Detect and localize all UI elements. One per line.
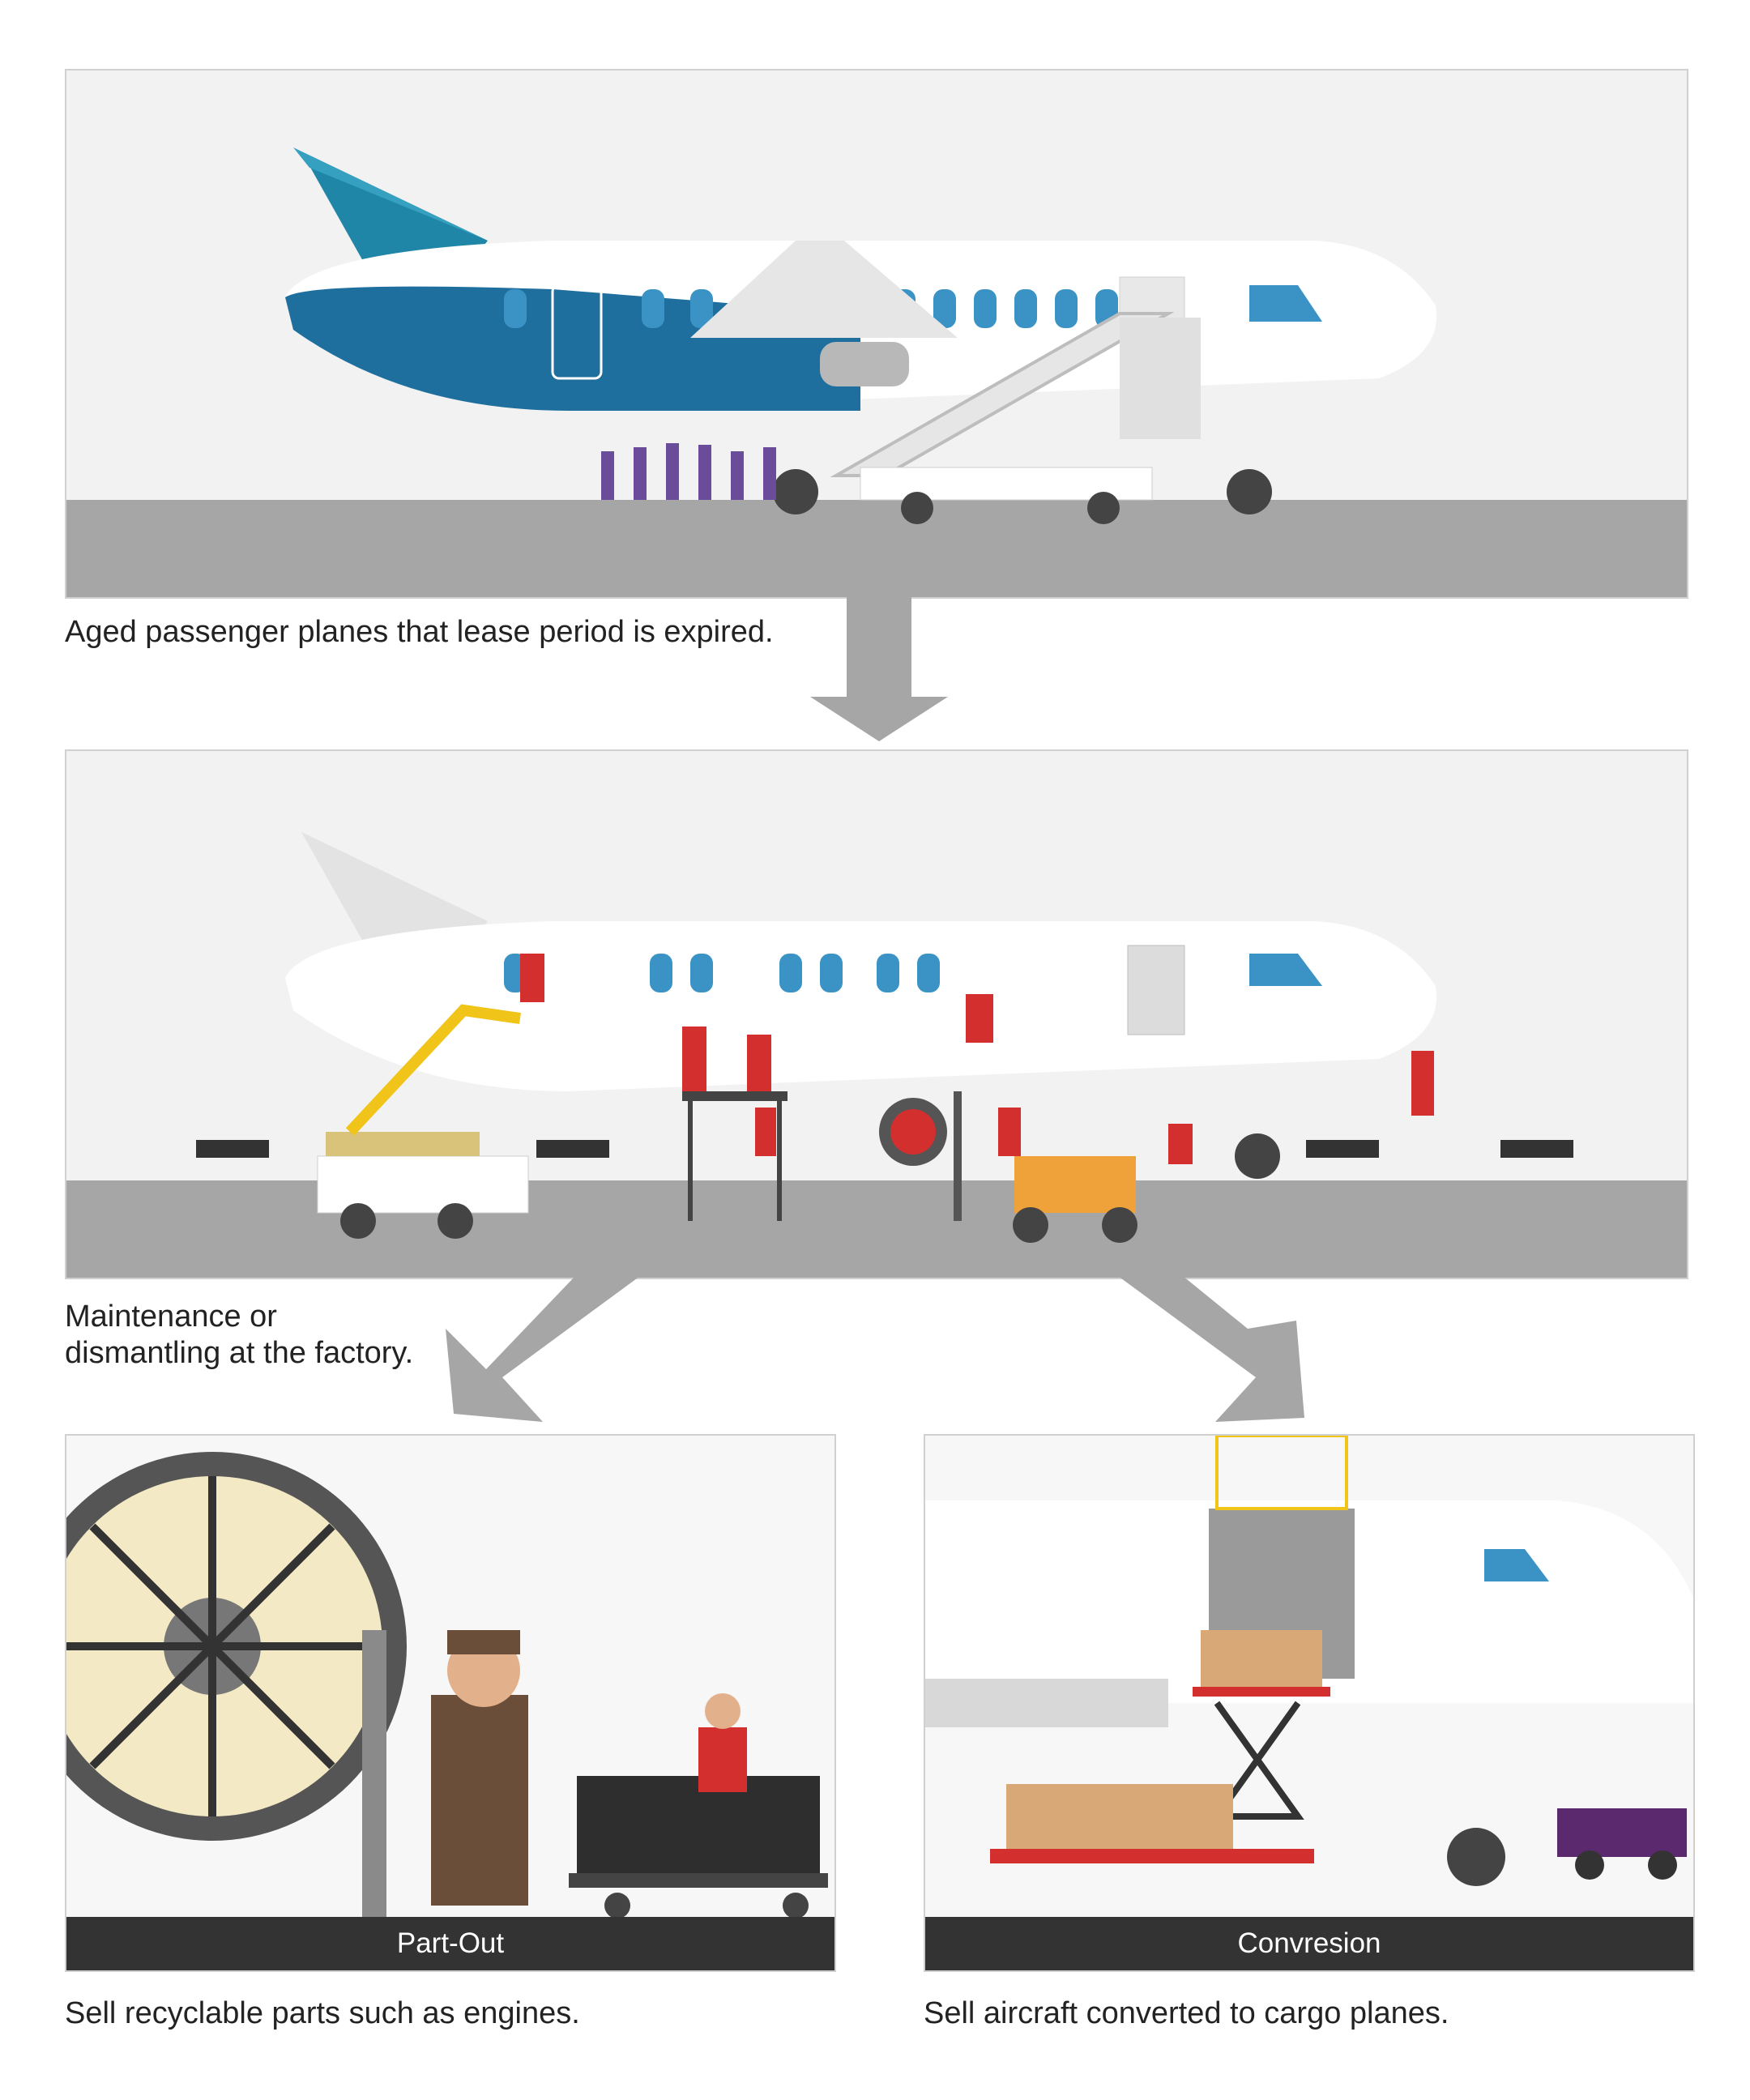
passenger-plane-illustration [66, 147, 1687, 597]
partout-illustration [66, 1452, 828, 1917]
maintenance-panel [65, 749, 1688, 1279]
conversion-caption: Sell aircraft converted to cargo planes. [924, 1996, 1449, 2030]
passenger-plane-panel [65, 69, 1688, 599]
stage2-caption-line1: Maintenance or [65, 1300, 277, 1334]
stage2-caption-line2: dismantling at the factory. [65, 1336, 414, 1370]
conversion-panel: Convresion [924, 1434, 1695, 1972]
stage1-caption: Aged passenger planes that lease period … [65, 615, 774, 649]
maintenance-illustration [66, 832, 1687, 1278]
arrow-to-conversion [1118, 1276, 1304, 1422]
conversion-label: Convresion [925, 1917, 1693, 1970]
partout-label: Part-Out [66, 1917, 834, 1970]
arrow-to-partout [446, 1276, 640, 1422]
conversion-illustration [925, 1436, 1693, 1886]
partout-caption: Sell recyclable parts such as engines. [65, 1996, 580, 2030]
partout-panel: Part-Out [65, 1434, 836, 1972]
